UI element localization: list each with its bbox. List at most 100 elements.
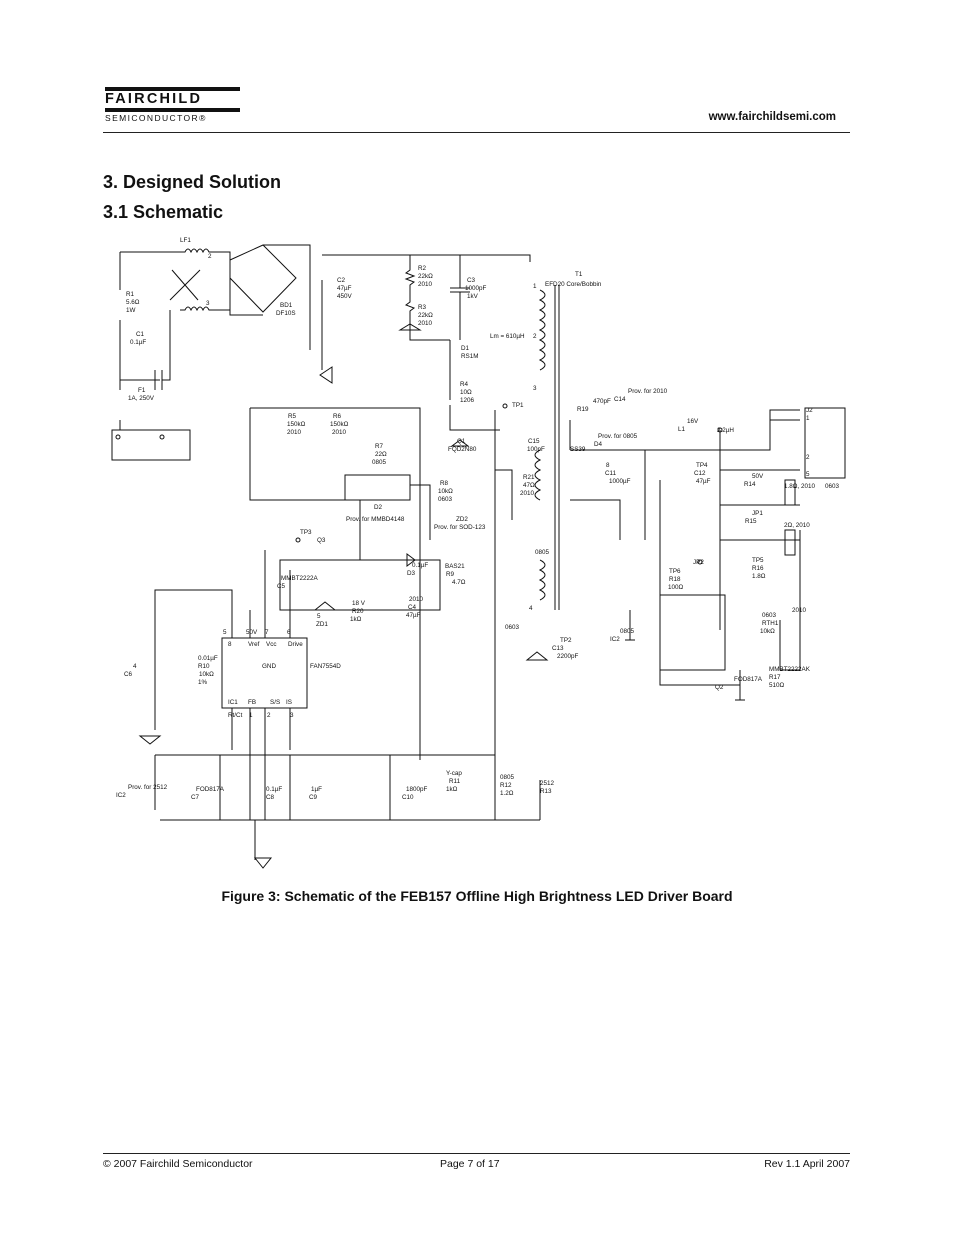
schematic-label: 450V <box>337 293 353 300</box>
schematic-label: FQD2N80 <box>448 446 477 453</box>
schematic-wires <box>111 244 801 860</box>
schematic-label: 1% <box>198 679 208 686</box>
header-url[interactable]: www.fairchildsemi.com <box>708 111 836 123</box>
schematic-label: D4 <box>594 441 603 448</box>
schematic-label: FB <box>248 699 256 706</box>
schematic-label: R18 <box>669 576 681 583</box>
schematic-label: 1kΩ <box>350 616 362 623</box>
schematic-label: GND <box>262 663 276 670</box>
schematic-label: 0.1µF <box>130 339 146 346</box>
schematic-label: Q3 <box>317 537 326 544</box>
schematic-label: 0805 <box>500 774 515 781</box>
schematic-label: 10kΩ <box>760 628 775 635</box>
schematic-label: J2 <box>806 407 813 414</box>
schematic-label: 2200pF <box>557 653 579 660</box>
schematic-label: 1µF <box>311 786 322 793</box>
schematic-label: C3 <box>467 277 476 284</box>
schematic-label: 1.8Ω <box>752 573 766 580</box>
schematic-label: 5 <box>806 471 810 478</box>
schematic-label: C13 <box>552 645 564 652</box>
schematic-label: 2010 <box>409 596 424 603</box>
schematic-label: C2 <box>337 277 346 284</box>
schematic-label: R13 <box>540 788 552 795</box>
schematic-label: 1 <box>806 415 810 422</box>
page-footer: © 2007 Fairchild Semiconductor Page 7 of… <box>103 1153 850 1170</box>
schematic-label: 10Ω <box>460 389 472 396</box>
schematic-label: T1 <box>575 271 583 278</box>
schematic-label: Prov. for SOD-123 <box>434 524 486 531</box>
schematic-label: 1W <box>126 307 136 314</box>
schematic-label: 1000µF <box>609 478 631 485</box>
schematic-label: R5 <box>288 413 297 420</box>
schematic-label: C11 <box>605 470 617 477</box>
schematic-label: Q2 <box>715 684 724 691</box>
schematic-label: SS39 <box>570 446 586 453</box>
schematic-label: D2 <box>374 504 383 511</box>
schematic-label: C4 <box>408 604 417 611</box>
schematic-label: Prov. for 2010 <box>628 388 668 395</box>
schematic-label: ZD2 <box>456 516 468 523</box>
schematic-label: R2 <box>418 265 427 272</box>
schematic-label: 2512 <box>540 780 555 787</box>
schematic-label: 0603 <box>825 483 840 490</box>
schematic-label: C12 <box>694 470 706 477</box>
schematic-label: Q1 <box>457 438 466 445</box>
schematic-label: IC2 <box>610 636 620 643</box>
schematic-label: 47Ω <box>523 482 535 489</box>
schematic-label: R15 <box>745 518 757 525</box>
schematic-label: 1 <box>249 712 253 719</box>
schematic-label: TP1 <box>512 402 524 409</box>
footer-copyright: © 2007 Fairchild Semiconductor <box>103 1158 253 1170</box>
schematic-label: JP1 <box>752 510 763 517</box>
schematic-label: 6 <box>287 629 291 636</box>
schematic-label: 150kΩ <box>287 421 306 428</box>
schematic-label: EFD20 Core/Bobbin <box>545 281 602 288</box>
footer-revision: Rev 1.1 April 2007 <box>764 1158 850 1170</box>
logo-subtitle: SEMICONDUCTOR® <box>105 113 207 123</box>
schematic-label: 510Ω <box>769 682 785 689</box>
schematic-label: 2010 <box>520 490 535 497</box>
schematic-label: 2010 <box>287 429 302 436</box>
section-title: 3. Designed Solution <box>103 172 282 192</box>
schematic-label: JP2 <box>693 559 704 566</box>
schematic-label: 2010 <box>332 429 347 436</box>
schematic-label: R4 <box>460 381 469 388</box>
schematic-label: R20 <box>352 608 364 615</box>
schematic-label: Rt/Ct <box>228 712 243 719</box>
schematic-label: ZD1 <box>316 621 328 628</box>
schematic-label: TP6 <box>669 568 681 575</box>
schematic-label: 47µF <box>337 285 352 292</box>
schematic-label: 100pF <box>527 446 545 453</box>
fairchild-logo: FAIRCHILD SEMICONDUCTOR® <box>105 86 240 123</box>
schematic-label: 2 <box>208 253 212 260</box>
schematic-label: 0.1µF <box>412 562 428 569</box>
schematic-label: TP2 <box>560 637 572 644</box>
schematic-label: 3 <box>290 712 294 719</box>
schematic-label: Prov. for 2512 <box>128 784 168 791</box>
schematic-label: R19 <box>577 406 589 413</box>
schematic-label: R17 <box>769 674 781 681</box>
schematic-label: DF10S <box>276 310 296 317</box>
schematic-label: 5 <box>317 613 321 620</box>
schematic-label: Prov. for 0805 <box>598 433 638 440</box>
schematic-label: C9 <box>309 794 318 801</box>
schematic-label: 50V <box>752 473 764 480</box>
schematic-label: R7 <box>375 443 384 450</box>
schematic-label: 2010 <box>418 320 433 327</box>
schematic-label: 7 <box>265 629 269 636</box>
schematic-label: S/S <box>270 699 280 706</box>
schematic-label: 47µF <box>696 478 711 485</box>
schematic-label: F1 <box>138 387 146 394</box>
schematic-label: Y-cap <box>446 770 462 777</box>
schematic-label: 1.8Ω, 2010 <box>784 483 815 490</box>
schematic-label: RTH1 <box>762 620 779 627</box>
schematic-label: R21 <box>523 474 535 481</box>
schematic-label: R3 <box>418 304 427 311</box>
schematic-label: Vref <box>248 641 260 648</box>
schematic-label: BAS21 <box>445 563 465 570</box>
schematic-label: 2010 <box>418 281 433 288</box>
schematic-label: C14 <box>614 396 626 403</box>
schematic-label: LF1 <box>180 237 191 244</box>
schematic-label: IS <box>286 699 292 706</box>
schematic-label: R6 <box>333 413 342 420</box>
